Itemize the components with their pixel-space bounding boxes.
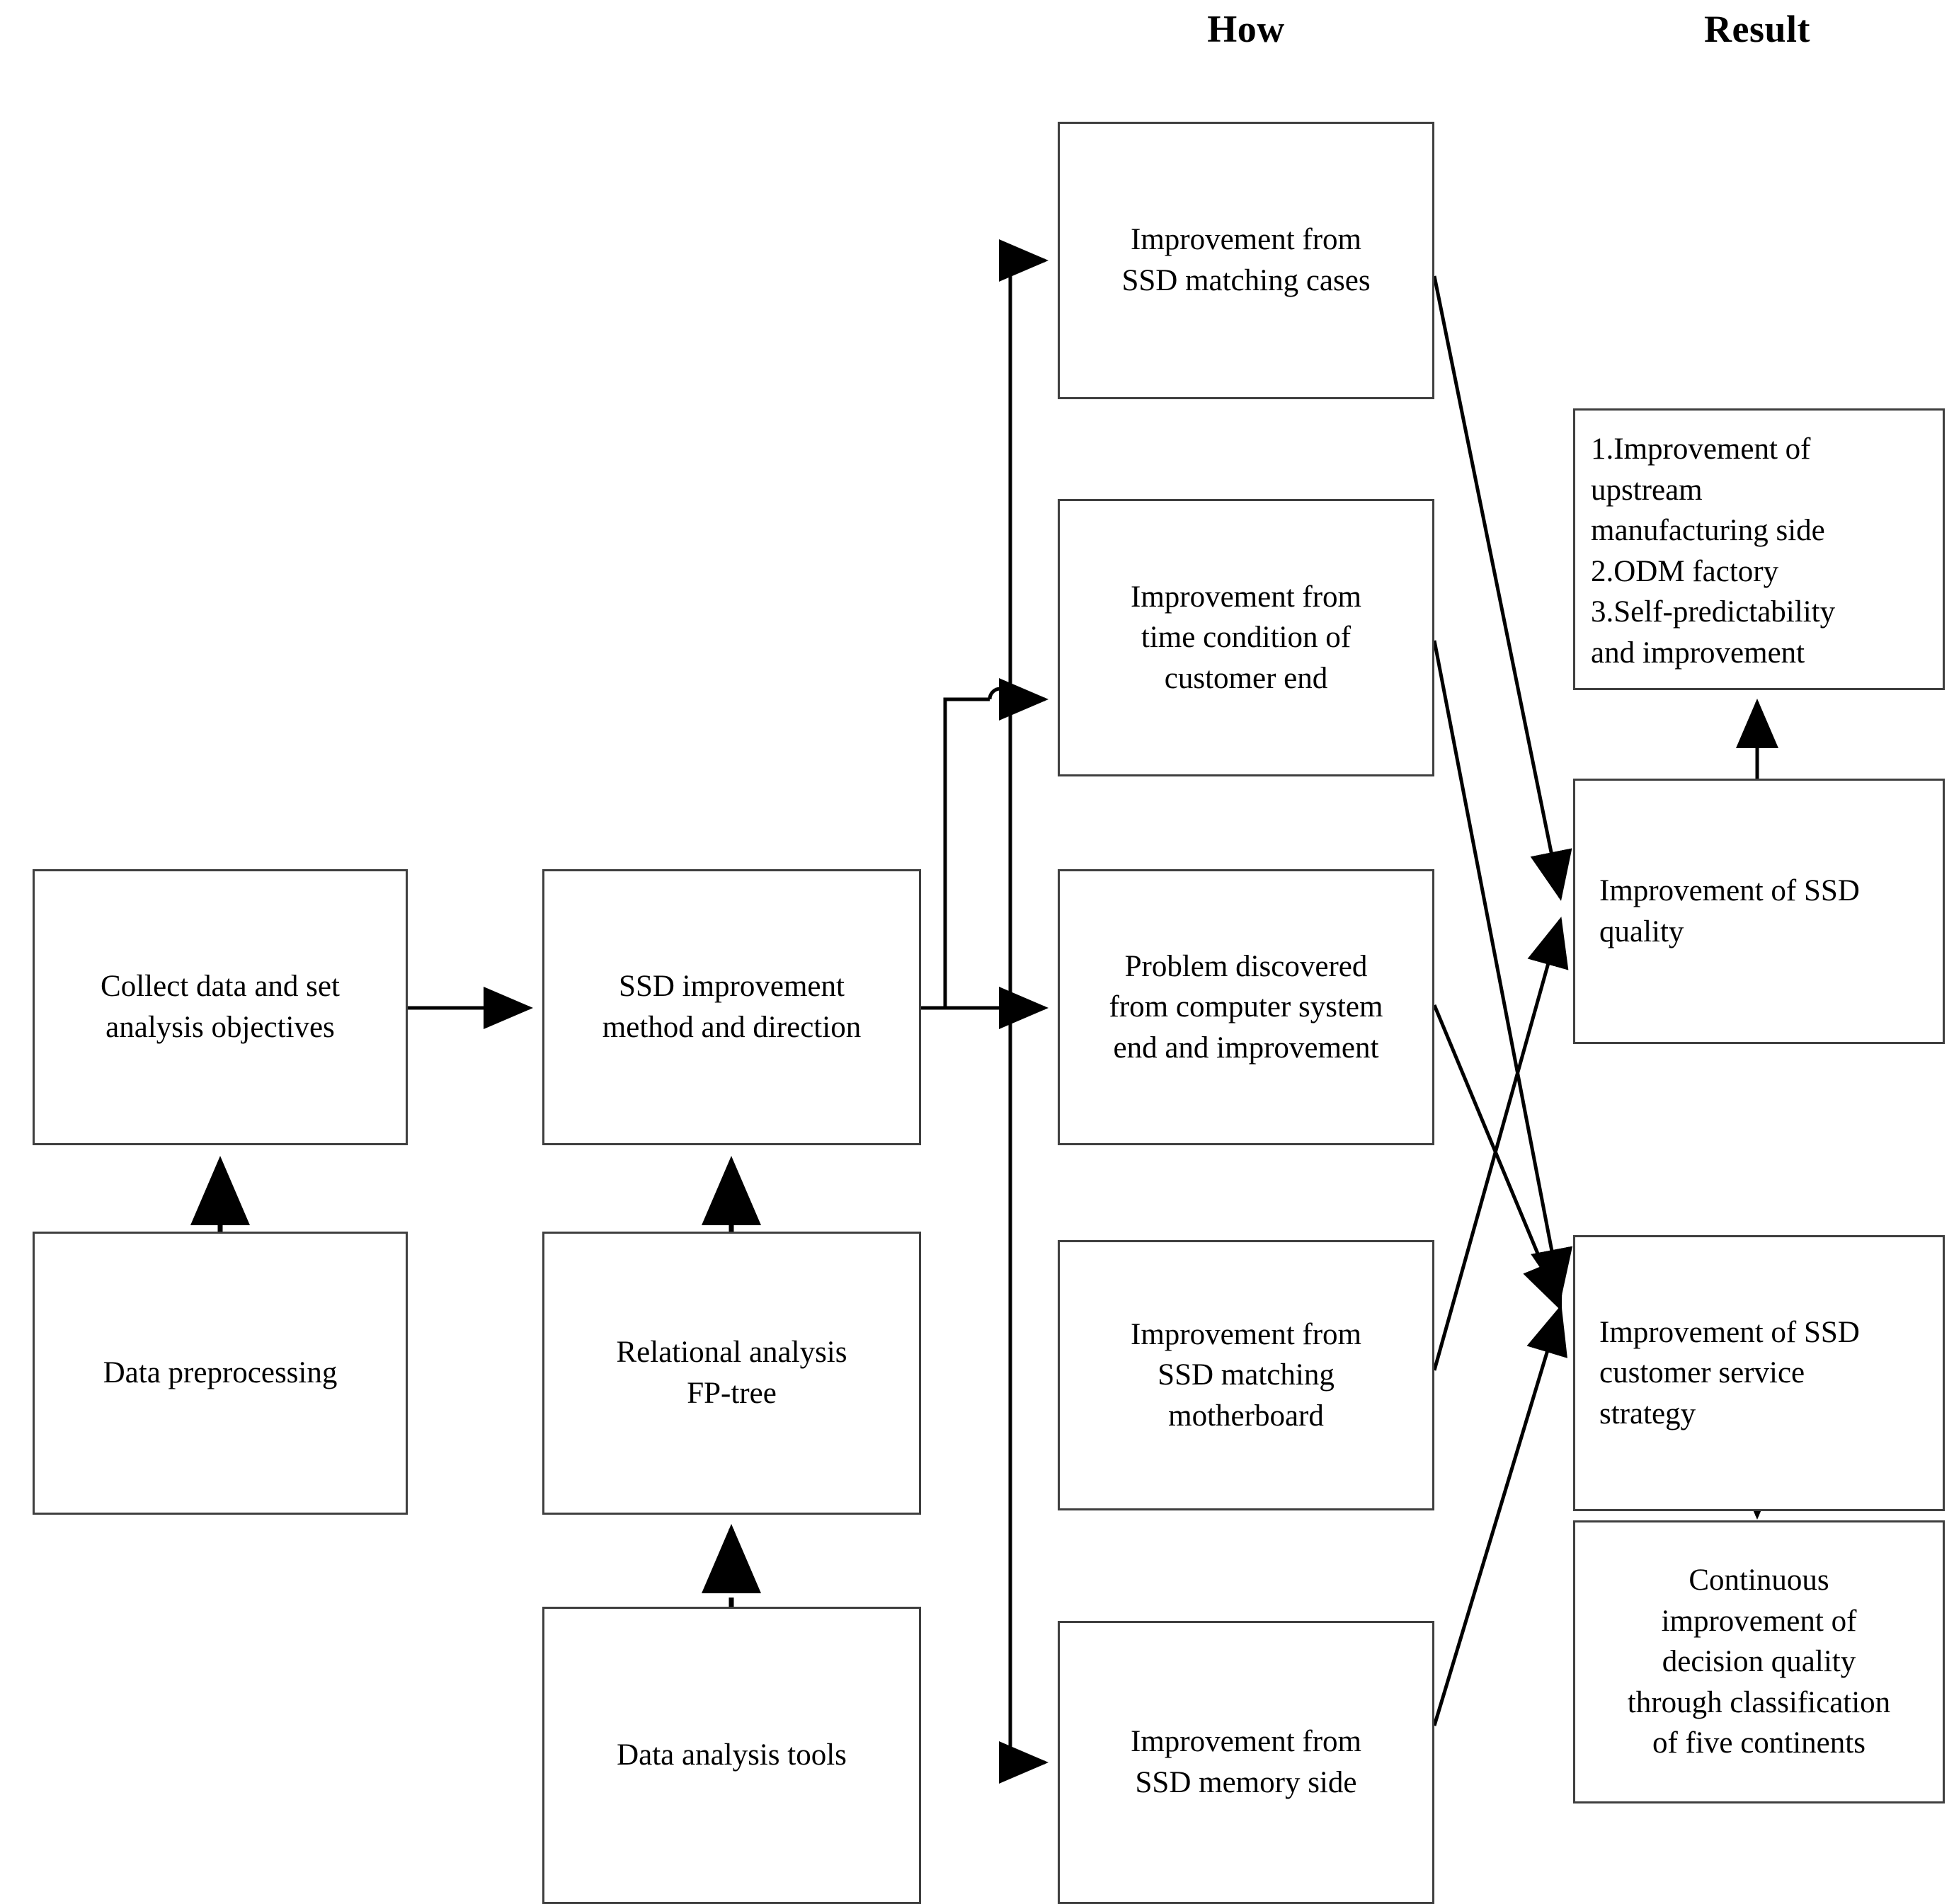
connector-memory-side-to-service — [1432, 1304, 1567, 1726]
node-ssd-improvement-method-label: SSD improvement method and direction — [602, 970, 862, 1044]
node-relational-analysis[interactable]: Relational analysis FP-tree — [542, 1232, 921, 1515]
connector-computer-system-to-service — [1432, 1004, 1562, 1312]
node-relational-analysis-label: Relational analysis FP-tree — [616, 1336, 847, 1410]
node-result-continuous-improvement-label: Continuous improvement of decision quali… — [1627, 1563, 1891, 1760]
connector-method-to-how-bus — [921, 239, 1049, 1784]
node-collect-data[interactable]: Collect data and set analysis objectives — [33, 869, 408, 1145]
node-how-matching-motherboard-label: Improvement from SSD matching motherboar… — [1131, 1317, 1361, 1433]
node-how-matching-cases-label: Improvement from SSD matching cases — [1121, 223, 1371, 297]
node-result-ssd-quality[interactable]: Improvement of SSD quality — [1573, 779, 1945, 1044]
node-data-analysis-tools-label: Data analysis tools — [617, 1738, 847, 1772]
column-header-how: How — [1207, 8, 1285, 50]
node-result-upstream-list-label: 1.Improvement of upstream manufacturing … — [1591, 432, 1836, 670]
node-result-upstream-list[interactable]: 1.Improvement of upstream manufacturing … — [1573, 408, 1945, 690]
node-result-continuous-improvement[interactable]: Continuous improvement of decision quali… — [1573, 1520, 1945, 1803]
node-how-time-condition[interactable]: Improvement from time condition of custo… — [1058, 499, 1434, 776]
node-data-preprocessing[interactable]: Data preprocessing — [33, 1232, 408, 1515]
node-data-preprocessing-label: Data preprocessing — [103, 1356, 338, 1390]
node-ssd-improvement-method[interactable]: SSD improvement method and direction — [542, 869, 921, 1145]
node-result-customer-service[interactable]: Improvement of SSD customer service stra… — [1573, 1235, 1945, 1511]
node-how-time-condition-label: Improvement from time condition of custo… — [1131, 580, 1361, 695]
node-result-customer-service-label: Improvement of SSD customer service stra… — [1599, 1315, 1860, 1430]
node-data-analysis-tools[interactable]: Data analysis tools — [542, 1607, 921, 1904]
connector-motherboard-to-quality — [1432, 917, 1569, 1371]
connector-time-condition-to-service — [1432, 640, 1573, 1299]
node-how-matching-motherboard[interactable]: Improvement from SSD matching motherboar… — [1058, 1240, 1434, 1510]
node-how-matching-cases[interactable]: Improvement from SSD matching cases — [1058, 122, 1434, 399]
node-collect-data-label: Collect data and set analysis objectives — [101, 970, 340, 1044]
node-how-computer-system[interactable]: Problem discovered from computer system … — [1058, 869, 1434, 1145]
node-how-memory-side[interactable]: Improvement from SSD memory side — [1058, 1621, 1434, 1904]
node-how-memory-side-label: Improvement from SSD memory side — [1131, 1725, 1361, 1799]
node-how-computer-system-label: Problem discovered from computer system … — [1109, 949, 1383, 1065]
column-header-result: Result — [1704, 8, 1810, 50]
node-result-ssd-quality-label: Improvement of SSD quality — [1599, 873, 1860, 948]
connector-matching-cases-to-quality — [1432, 275, 1572, 901]
